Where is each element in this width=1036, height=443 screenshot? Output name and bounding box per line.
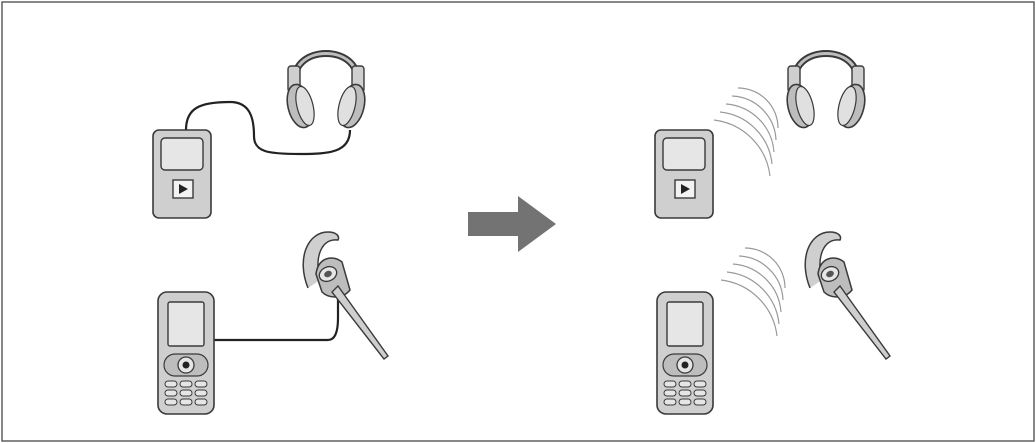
transition-arrow-icon xyxy=(468,196,556,252)
music-player-icon xyxy=(655,130,713,218)
music-player-icon xyxy=(153,130,211,218)
wireless-panel xyxy=(655,54,890,415)
headphones-icon xyxy=(783,54,869,131)
wired-panel xyxy=(153,54,388,415)
mobile-phone-icon xyxy=(158,292,214,414)
bluetooth-headset-icon xyxy=(805,232,890,359)
headset-cable xyxy=(214,296,338,340)
mobile-phone-icon xyxy=(657,292,713,414)
wireless-waves-icon xyxy=(714,88,778,176)
wireless-waves-icon xyxy=(721,248,785,336)
headphones-icon xyxy=(283,54,369,131)
